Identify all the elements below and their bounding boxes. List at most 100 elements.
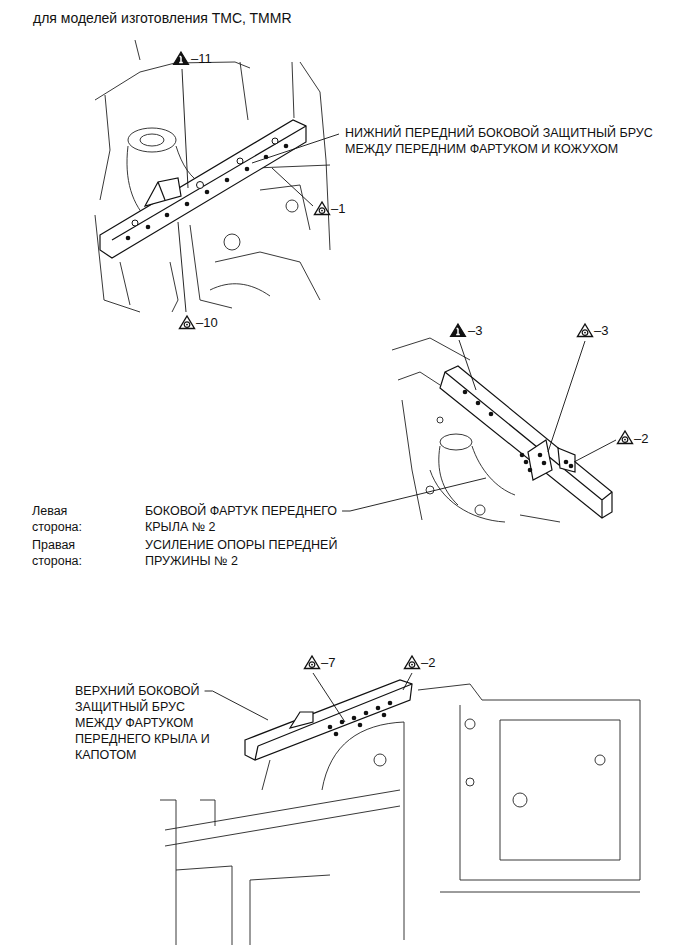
callout-number: –3 xyxy=(594,323,608,339)
lower-side-bar xyxy=(126,236,131,241)
body-panel-sketch xyxy=(160,800,176,945)
body-panel-sketch xyxy=(215,252,320,300)
body-panel-sketch xyxy=(430,470,505,522)
spring-support-bar xyxy=(463,390,574,473)
body-panel-sketch xyxy=(240,62,248,120)
body-panel-sketch xyxy=(260,185,310,230)
upper-side-bar xyxy=(352,716,357,721)
callout-number: –3 xyxy=(468,323,482,339)
upper-side-bar xyxy=(245,680,412,760)
body-panel-sketch xyxy=(176,866,232,945)
lower-side-bar xyxy=(158,182,165,200)
weld-symbol xyxy=(180,316,195,329)
callout-number: –7 xyxy=(321,655,335,671)
spring-support-bar xyxy=(463,390,468,395)
body-panel-sketch xyxy=(322,722,404,790)
part-name: БОКОВОЙ ФАРТУК ПЕРЕДНЕГО КРЫЛА № 2 xyxy=(145,503,345,535)
body-panel-sketch xyxy=(374,754,386,766)
leader-line xyxy=(205,691,268,720)
leader-line xyxy=(403,673,412,690)
body-panel-sketch xyxy=(392,338,470,360)
body-panel-sketch xyxy=(135,40,140,60)
body-panel-sketch xyxy=(100,95,110,200)
spring-support-bar xyxy=(528,468,533,473)
body-panel-sketch xyxy=(250,875,330,945)
body-panel-sketch xyxy=(402,400,422,520)
leader-line xyxy=(548,341,585,452)
lower-side-bar xyxy=(185,202,190,207)
callout-number: –10 xyxy=(196,315,218,331)
body-panel-sketch xyxy=(398,372,440,385)
body-panel-sketch xyxy=(140,134,164,146)
leader-line xyxy=(574,440,616,462)
body-panel-sketch xyxy=(210,284,270,296)
spring-support-bar xyxy=(564,460,569,465)
callout-number: –2 xyxy=(634,431,648,447)
body-panel-sketch xyxy=(418,684,640,880)
side-note: Правая сторона: xyxy=(32,537,110,569)
upper-side-bar xyxy=(328,701,393,737)
lower-side-bar xyxy=(100,120,306,258)
spring-support-bar xyxy=(440,366,612,518)
spring-support-bar xyxy=(538,453,543,458)
part-name: УСИЛЕНИЕ ОПОРЫ ПЕРЕДНЕЙ ПРУЖИНЫ № 2 xyxy=(145,537,345,569)
body-panel-sketch xyxy=(170,262,178,312)
body-panel-sketch xyxy=(437,417,443,423)
weld-symbol xyxy=(174,52,330,329)
upper-side-bar xyxy=(358,723,363,728)
leader-line xyxy=(313,673,412,722)
body-panel-sketch xyxy=(500,720,620,860)
weld-symbol xyxy=(578,324,593,337)
leader-line xyxy=(178,222,186,312)
weld-symbol xyxy=(451,324,633,444)
body-panel-sketch xyxy=(513,793,527,807)
body-panel-sketch xyxy=(465,719,475,729)
body-panel-sketch xyxy=(440,892,640,893)
lower-side-bar xyxy=(284,144,289,149)
body-panel-sketch xyxy=(472,446,515,495)
upper-side-bar xyxy=(290,712,313,728)
lower-side-bar xyxy=(205,190,210,195)
body-panel-sketch xyxy=(595,755,605,765)
spring-support-bar xyxy=(524,460,529,465)
leader-line xyxy=(342,478,486,511)
weld-symbol xyxy=(618,431,633,444)
lower-side-bar xyxy=(100,120,306,258)
body-panel-sketch xyxy=(475,505,485,515)
body-panel-sketch xyxy=(426,486,434,494)
spring-support-bar xyxy=(542,461,547,466)
spring-support-bar xyxy=(558,448,575,472)
lower-side-bar xyxy=(145,178,181,206)
leader-line xyxy=(459,340,616,462)
page-heading: для моделей изготовления TMC, TMMR xyxy=(33,9,292,27)
callout-number: –11 xyxy=(191,51,212,67)
spring-support-bar xyxy=(569,464,574,469)
body-panel-sketch xyxy=(200,800,215,826)
leader-line xyxy=(272,168,313,206)
upper-side-bar xyxy=(376,706,381,711)
lower-side-bar xyxy=(132,138,278,226)
lower-side-bar xyxy=(225,178,230,183)
body-panel-sketch xyxy=(95,62,250,100)
body-panel-sketch xyxy=(165,806,400,846)
weld-symbol xyxy=(305,656,320,669)
weld-symbol xyxy=(405,656,420,669)
leader-line xyxy=(313,673,345,722)
upper-side-bar xyxy=(364,711,369,716)
leader-line xyxy=(252,134,339,163)
upper-side-bar xyxy=(328,725,333,730)
lower-side-bar xyxy=(197,182,204,189)
body-panel-sketch xyxy=(95,40,330,312)
lower-side-bar xyxy=(272,138,278,144)
lower-side-bar xyxy=(112,126,306,240)
lower-side-bar xyxy=(245,167,250,172)
upper-side-bar xyxy=(255,684,412,760)
spring-support-bar xyxy=(445,372,612,518)
part-name: ВЕРХНИЙ БОКОВОЙ ЗАЩИТНЫЙ БРУС МЕЖДУ ФАРТ… xyxy=(75,683,223,763)
upper-side-bar xyxy=(382,713,387,718)
body-panel-sketch xyxy=(262,760,270,790)
lower-side-bar xyxy=(237,158,243,164)
callout-number: –2 xyxy=(421,655,435,671)
body-panel-sketch xyxy=(439,446,458,505)
